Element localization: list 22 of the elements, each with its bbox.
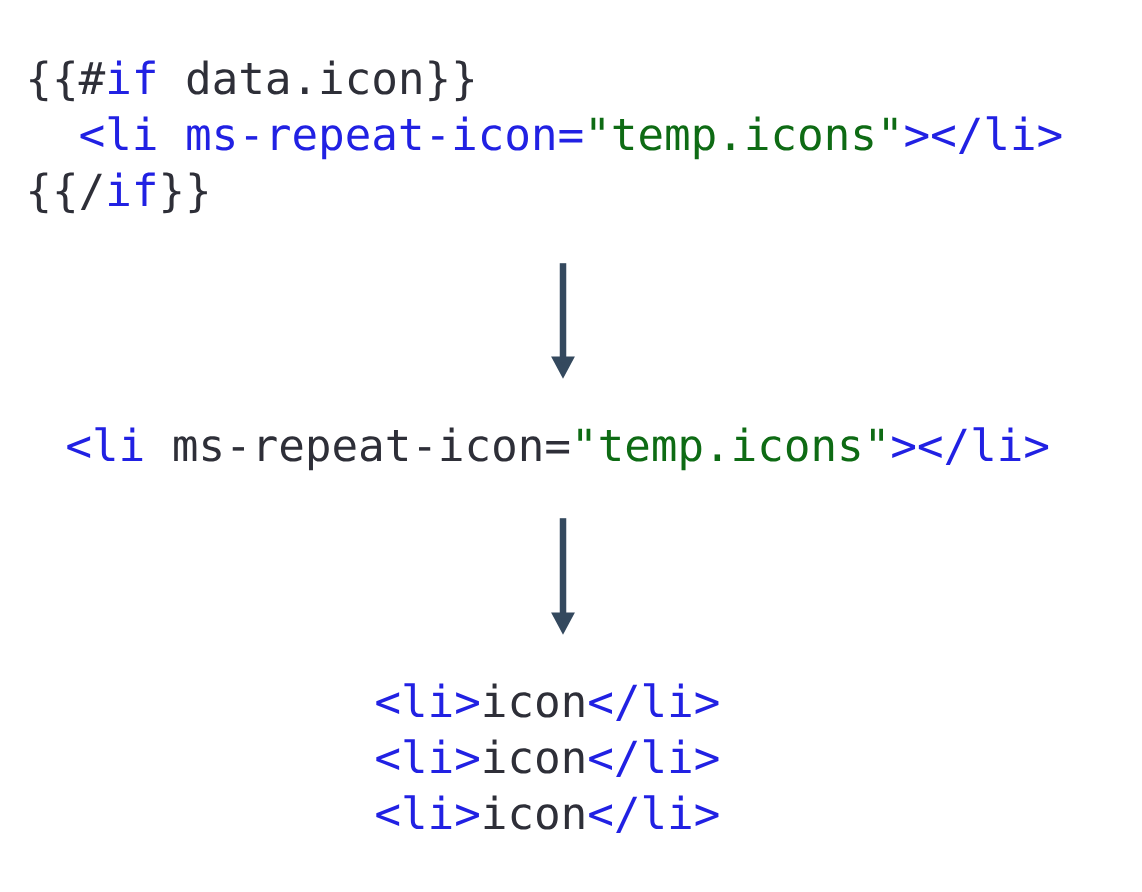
code-text: icon — [484, 739, 584, 774]
highlighted-code: ></li> — [892, 427, 1049, 466]
code-text: }} — [163, 172, 207, 214]
code-text: data.icon}} — [187, 60, 473, 102]
code-text: icon — [484, 683, 584, 718]
highlighted-code: if — [109, 172, 155, 206]
code-text: icon — [484, 795, 584, 830]
highlighted-code: <li ms-repeat-icon= — [80, 116, 583, 160]
highlighted-code: if — [109, 60, 155, 94]
highlighted-code: <li — [67, 427, 143, 461]
highlighted-code: </li> — [589, 739, 719, 778]
highlighted-code: </li> — [589, 795, 719, 834]
code-text: {{# — [30, 60, 106, 102]
highlighted-code: <li> — [376, 683, 479, 717]
highlighted-code: <li> — [376, 795, 479, 829]
highlighted-code: </li> — [589, 683, 719, 722]
code-text: ms-repeat-icon= — [174, 427, 570, 471]
highlighted-code: <li> — [376, 739, 479, 773]
string-literal: "temp.icons" — [591, 116, 897, 160]
code-text: {{/ — [30, 172, 102, 214]
highlighted-code: ></li> — [905, 116, 1062, 155]
string-literal: "temp.icons" — [578, 427, 883, 471]
